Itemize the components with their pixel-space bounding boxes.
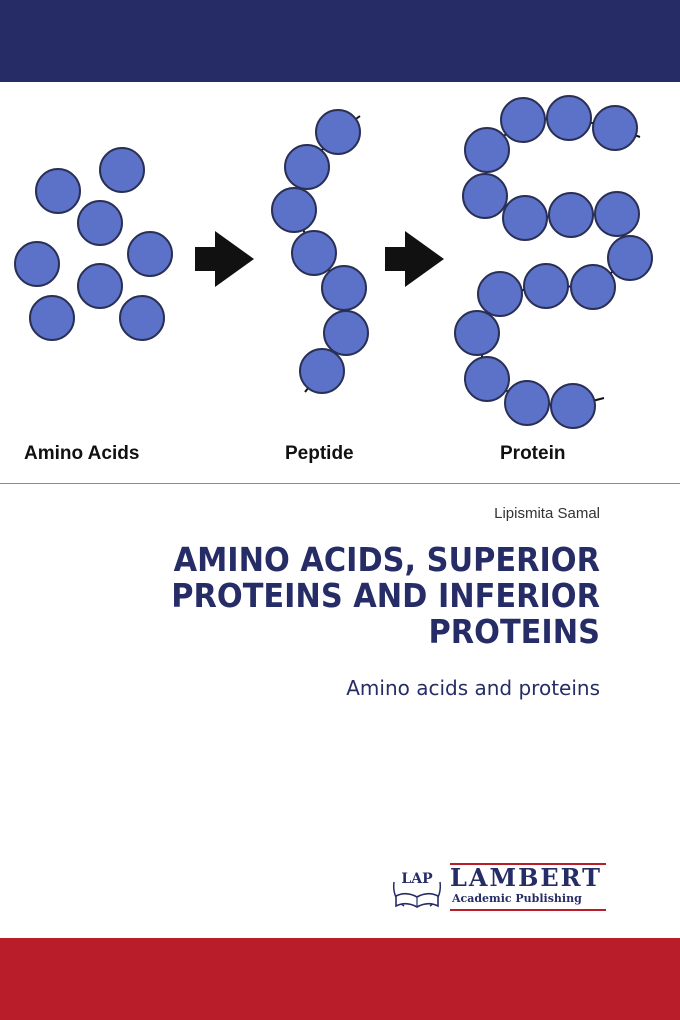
sphere-icon xyxy=(523,263,569,309)
sphere-icon xyxy=(29,295,75,341)
sphere-icon xyxy=(77,200,123,246)
sphere-icon xyxy=(594,191,640,237)
label-amino-acids: Amino Acids xyxy=(24,443,140,464)
bottom-color-band xyxy=(0,938,680,1020)
title-line: AMINO ACIDS, SUPERIOR xyxy=(173,540,600,579)
arrow-right-icon xyxy=(385,231,444,287)
sphere-icon xyxy=(462,173,508,219)
peptide-chain xyxy=(271,109,369,394)
title-line: PROTEINS xyxy=(428,612,600,651)
sphere-icon xyxy=(500,97,546,143)
open-book-icon: LAP xyxy=(392,871,442,908)
author-name: Lipismita Samal xyxy=(494,505,600,522)
sphere-icon xyxy=(284,144,330,190)
sphere-icon xyxy=(570,264,616,310)
sphere-icon xyxy=(607,235,653,281)
sphere-icon xyxy=(454,310,500,356)
sphere-icon xyxy=(592,105,638,151)
book-subtitle: Amino acids and proteins xyxy=(346,676,600,700)
sphere-icon xyxy=(502,195,548,241)
sphere-icon xyxy=(464,127,510,173)
label-protein: Protein xyxy=(500,443,566,464)
divider-line xyxy=(0,483,680,484)
sphere-icon xyxy=(464,356,510,402)
sphere-icon xyxy=(291,230,337,276)
title-line: PROTEINS AND INFERIOR xyxy=(171,576,600,615)
sphere-icon xyxy=(546,95,592,141)
sphere-icon xyxy=(35,168,81,214)
sphere-icon xyxy=(548,192,594,238)
sphere-icon xyxy=(127,231,173,277)
publisher-name: LAMBERT xyxy=(450,863,603,892)
arrow-right-icon xyxy=(195,231,254,287)
sphere-icon xyxy=(14,241,60,287)
svg-text:LAP: LAP xyxy=(401,871,433,887)
sphere-icon xyxy=(315,109,361,155)
sphere-icon xyxy=(119,295,165,341)
protein-chain xyxy=(454,95,653,429)
sphere-icon xyxy=(504,380,550,426)
sphere-icon xyxy=(99,147,145,193)
book-title: AMINO ACIDS, SUPERIOR PROTEINS AND INFER… xyxy=(122,542,600,650)
publisher-rule-bottom xyxy=(450,909,606,911)
label-peptide: Peptide xyxy=(285,443,354,464)
sphere-icon xyxy=(477,271,523,317)
publisher-tagline: Academic Publishing xyxy=(452,892,582,905)
publisher-logo: LAP LAMBERT Academic Publishing xyxy=(388,862,610,914)
top-color-band xyxy=(0,0,680,82)
sphere-icon xyxy=(77,263,123,309)
sphere-icon xyxy=(321,265,367,311)
sphere-icon xyxy=(550,383,596,429)
sphere-icon xyxy=(323,310,369,356)
sphere-icon xyxy=(299,348,345,394)
sphere-icon xyxy=(271,187,317,233)
publisher-rule-top xyxy=(450,863,606,865)
amino-acids-group xyxy=(14,147,173,341)
protein-formation-illustration xyxy=(14,95,653,429)
